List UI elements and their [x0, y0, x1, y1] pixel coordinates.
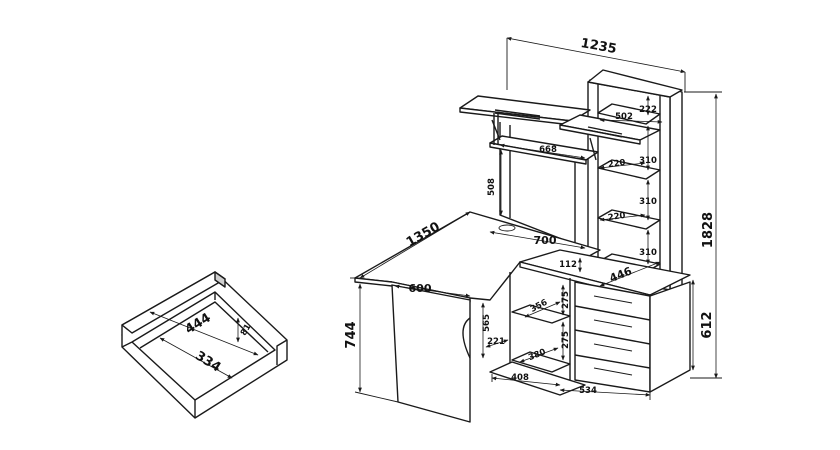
base-depth-right-label: 534: [579, 386, 597, 396]
base-depth-left-label: 408: [511, 373, 529, 383]
desk-left-leg: [391, 284, 471, 423]
open-shelf-height-1-label: 275: [561, 291, 571, 309]
desk-top-depth-label: 600: [409, 282, 432, 295]
corner-top-depth-label: 700: [534, 234, 557, 247]
cabinet-drawers: [574, 295, 651, 376]
drawer-inner-rim: [131, 291, 276, 401]
tower-shelf-2-depth-label: 220: [607, 211, 626, 223]
tower-shelf-height-2-label: 310: [639, 197, 657, 207]
desk-unit-drawing: 1235 1828 612 1350 744 600 700 668 508 2…: [344, 36, 722, 423]
shelf-top-depth-label: 668: [539, 145, 557, 155]
cabinet-height-label: 612: [700, 311, 715, 338]
tower-shelf-height-1-label: 310: [639, 156, 657, 166]
leg-gap-label: 565: [482, 314, 492, 332]
drawer-drawing: 444 334 81: [121, 271, 288, 419]
tower-shelf-height-3-label: 310: [639, 248, 657, 258]
leg-depth-label: 221: [487, 337, 505, 347]
cabinet-inset-label: 112: [559, 260, 577, 270]
tower-shelf-1-depth-label: 220: [607, 158, 626, 170]
hutch-gap-height-label: 508: [487, 178, 497, 196]
tower-shelf-top-label: 222: [639, 105, 657, 115]
drawer-outer: [121, 271, 288, 419]
desk-height-label: 744: [344, 321, 359, 348]
overall-height-label: 1828: [701, 212, 716, 248]
overall-width-label: 1235: [579, 36, 617, 57]
open-shelf-height-2-label: 275: [561, 331, 571, 349]
hutch-door-width-label: 502: [615, 112, 633, 122]
